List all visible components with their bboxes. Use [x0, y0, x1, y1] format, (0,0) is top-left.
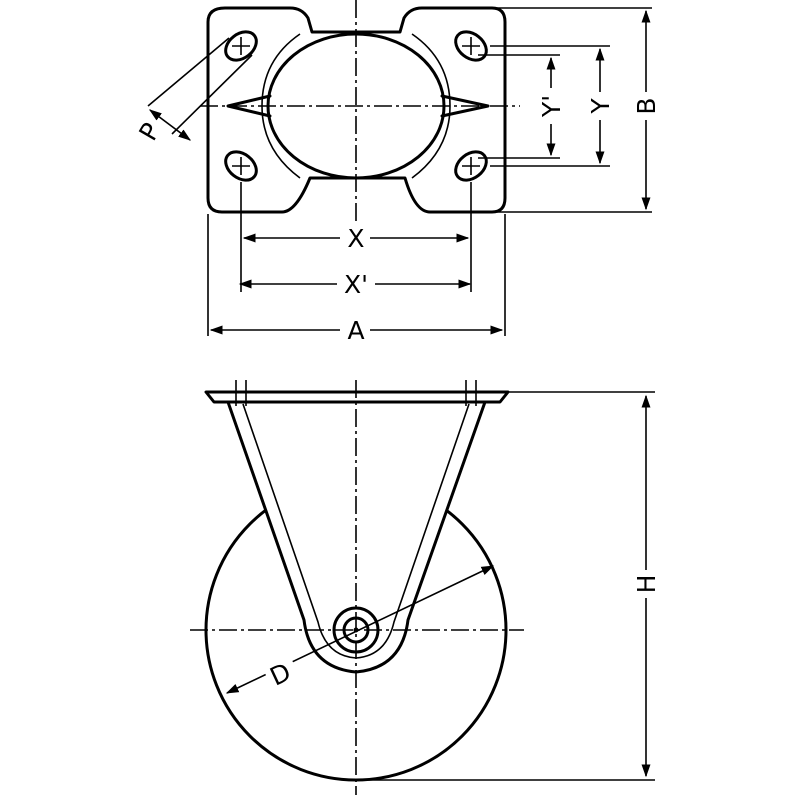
- dim-x-prime-label: X': [344, 270, 368, 299]
- top-view: [200, 0, 520, 222]
- dim-x-label: X: [347, 224, 364, 253]
- dim-h-label: H: [632, 575, 661, 594]
- top-dimensions: X X' A B Y Y' P: [133, 7, 662, 346]
- dim-p-label: P: [133, 118, 166, 146]
- top-left-fin: [226, 94, 272, 118]
- side-view: [190, 380, 524, 795]
- bolt-slot-top-left: [224, 30, 258, 62]
- side-top-plate: [204, 390, 510, 404]
- bolt-slot-bottom-left: [224, 150, 258, 182]
- dim-y-label: Y: [586, 98, 615, 115]
- top-right-fin: [440, 94, 490, 118]
- dim-b-label: B: [632, 97, 661, 114]
- bolt-slot-top-right: [454, 30, 488, 62]
- dim-a-label: A: [347, 316, 364, 345]
- dim-p-line: [148, 109, 192, 141]
- bolt-slot-bottom-right: [454, 150, 488, 182]
- dim-y-prime-label: Y': [537, 95, 566, 118]
